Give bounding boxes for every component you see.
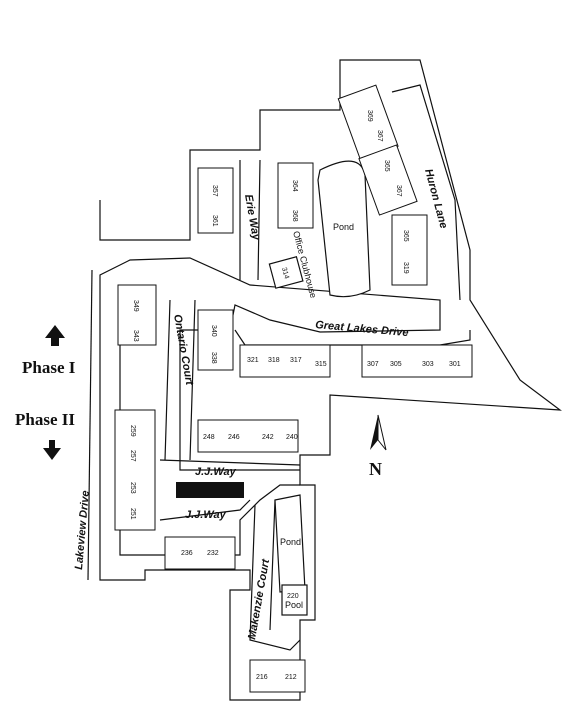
building-label: 343 bbox=[132, 330, 139, 342]
building-248-240 bbox=[197, 419, 299, 453]
building-label: 365 bbox=[383, 160, 390, 172]
erie-way-edge bbox=[239, 159, 261, 281]
building-label: 248 bbox=[203, 434, 215, 441]
building-label: 305 bbox=[390, 361, 402, 368]
building-label: 338 bbox=[210, 352, 217, 364]
building-label: 236 bbox=[181, 550, 193, 557]
building-label: 240 bbox=[286, 434, 298, 441]
makenzie-court-edge bbox=[249, 499, 301, 651]
building-label: 259 bbox=[129, 425, 136, 437]
phase-two-label: Phase II bbox=[15, 410, 75, 429]
lakeview-drive-edge bbox=[87, 269, 93, 581]
building-216-212 bbox=[249, 659, 306, 693]
pool bbox=[281, 584, 308, 616]
building-364-368 bbox=[277, 162, 314, 229]
building-357-361 bbox=[197, 167, 234, 234]
building-label: 232 bbox=[207, 550, 219, 557]
building-label: 319 bbox=[402, 262, 409, 274]
building-label: 212 bbox=[285, 674, 297, 681]
building-label: 315 bbox=[315, 361, 327, 368]
road-label-ontario: Ontario Court bbox=[171, 313, 195, 387]
building-340-338 bbox=[197, 309, 234, 371]
building-label: 307 bbox=[367, 361, 379, 368]
clubhouse-number: 314 bbox=[280, 267, 290, 280]
black-bar bbox=[176, 482, 244, 498]
building-label: 340 bbox=[210, 325, 217, 337]
building-label: 365 bbox=[402, 230, 409, 242]
building-349-343 bbox=[117, 284, 157, 346]
building-259-251 bbox=[114, 409, 156, 531]
building-307-301 bbox=[361, 344, 473, 378]
road-label-great-lakes: Great Lakes Drive bbox=[315, 319, 409, 339]
building-label: 364 bbox=[291, 180, 298, 192]
pond-north bbox=[317, 160, 371, 298]
north-label: N bbox=[369, 459, 382, 479]
building-label: 367 bbox=[395, 185, 402, 197]
building-label: 357 bbox=[211, 185, 218, 197]
building-label: 318 bbox=[268, 357, 280, 364]
buildings bbox=[114, 84, 473, 693]
pond-north-label: Pond bbox=[333, 222, 354, 232]
building-label: 216 bbox=[256, 674, 268, 681]
building-365-319 bbox=[391, 214, 428, 286]
building-label: 349 bbox=[132, 300, 139, 312]
ontario-court-edge bbox=[164, 299, 196, 461]
building-label: 246 bbox=[228, 434, 240, 441]
north-arrow-icon bbox=[370, 414, 387, 451]
building-label: 253 bbox=[129, 482, 136, 494]
road-label-jj-upper: J.J.Way bbox=[195, 466, 237, 478]
building-label: 257 bbox=[129, 450, 136, 462]
building-236-232 bbox=[164, 536, 236, 570]
building-label: 301 bbox=[449, 361, 461, 368]
jj-way-edge bbox=[159, 459, 301, 521]
building-label: 242 bbox=[262, 434, 274, 441]
building-365-367 bbox=[358, 144, 418, 216]
pond-south-label: Pond bbox=[280, 537, 301, 547]
building-label: 251 bbox=[129, 508, 136, 520]
building-label: 368 bbox=[291, 210, 298, 222]
huron-lane-edge bbox=[391, 84, 461, 301]
clubhouse bbox=[268, 256, 304, 289]
building-label: 321 bbox=[247, 357, 259, 364]
arrow-up-icon bbox=[45, 325, 65, 346]
phase-one-label: Phase I bbox=[22, 358, 76, 377]
building-label: 369 bbox=[366, 110, 373, 122]
building-label: 317 bbox=[290, 357, 302, 364]
road-label-jj-lower: J.J.Way bbox=[185, 509, 227, 521]
building-321-315 bbox=[239, 344, 331, 378]
building-label: 303 bbox=[422, 361, 434, 368]
building-label: 367 bbox=[376, 130, 383, 142]
arrow-down-icon bbox=[43, 440, 61, 460]
inner-road-edge bbox=[119, 290, 300, 556]
building-label: 361 bbox=[211, 215, 218, 227]
pool-number: 220 bbox=[287, 593, 299, 600]
pool-label: Pool bbox=[285, 600, 303, 610]
property-boundary bbox=[99, 59, 562, 701]
